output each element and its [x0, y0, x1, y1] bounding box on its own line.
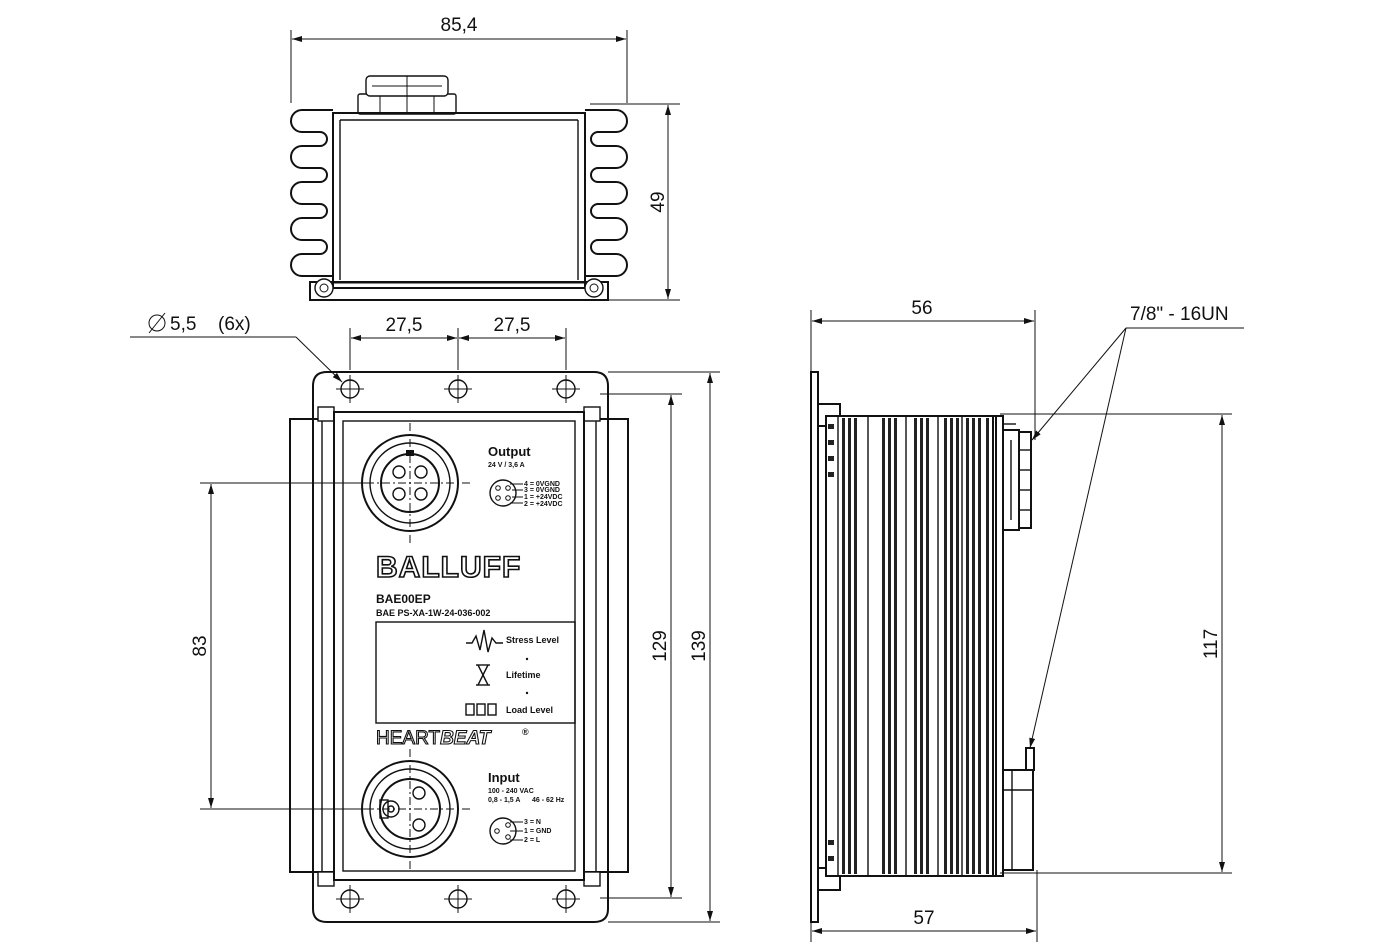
- housing-top-view: [332, 112, 586, 289]
- front-view: 5,5 (6x) 27,5 27,5 83: [130, 312, 720, 923]
- fin-line: [950, 418, 953, 874]
- hole-diameter-label: 5,5: [170, 314, 196, 335]
- fin-line: [882, 418, 885, 874]
- heartbeat-logo-a: HEART: [376, 728, 440, 749]
- fin-line: [920, 418, 923, 874]
- indicator-dot-1: [525, 657, 529, 661]
- screw-left: [314, 278, 334, 298]
- heartbeat-logo-b: BEAT: [440, 728, 492, 749]
- mounting-holes: [336, 375, 580, 913]
- right-cooling-fins: [585, 109, 628, 277]
- output-pin-4: 4 = 0VGND: [524, 481, 560, 488]
- fin-line: [888, 418, 891, 874]
- rail-clip-tr: [583, 406, 601, 422]
- fin-line: [848, 418, 851, 874]
- hole-spacing-right-label: 27,5: [494, 315, 531, 336]
- heartbeat-logo: HEARTBEAT: [376, 728, 492, 749]
- side-clip-bottom: [818, 867, 841, 891]
- side-view: 56 57 117: [810, 298, 1244, 942]
- stress-level-label: Stress Level: [506, 635, 559, 645]
- diameter-icon: [148, 314, 166, 332]
- input-rating-current: 0,8 - 1,5 A: [488, 797, 520, 804]
- input-pin-1: 1 = GND: [524, 828, 551, 835]
- body-height-label: 129: [650, 630, 671, 662]
- cooling-fins-side: [828, 416, 989, 876]
- right-rail: [583, 418, 629, 873]
- top-height-label: 49: [648, 191, 669, 212]
- fin-line: [914, 418, 917, 874]
- side-connector-bottom: [1002, 747, 1035, 871]
- input-rating-voltage: 100 - 240 VAC: [488, 788, 534, 795]
- fin-line: [956, 418, 959, 874]
- brand-logo: BALLUFF: [376, 551, 521, 584]
- front-panel: [333, 411, 585, 881]
- input-rating-frequency: 46 - 62 Hz: [532, 797, 565, 804]
- fin-line: [854, 418, 857, 874]
- screw-right: [584, 278, 604, 298]
- fin-line: [842, 418, 845, 874]
- side-height-label: 117: [1201, 629, 1222, 659]
- output-pin-2: 2 = +24VDC: [524, 501, 563, 508]
- hourglass-icon: [476, 664, 490, 686]
- top-width-label: 85,4: [441, 15, 478, 36]
- flange-slot: [828, 840, 834, 845]
- output-title: Output: [488, 444, 531, 459]
- model-label: BAE00EP: [376, 592, 431, 606]
- mounting-flange: [312, 371, 609, 923]
- indicator-window: [375, 621, 576, 724]
- side-endcap: [992, 415, 1004, 877]
- base-plate: [309, 281, 609, 301]
- output-pin-1: 1 = +24VDC: [524, 494, 563, 501]
- fin-line: [986, 418, 989, 874]
- rail-clip-br: [583, 871, 601, 887]
- indicator-dot-2: [525, 691, 529, 695]
- flange-slot: [828, 856, 834, 861]
- order-code-label: BAE PS-XA-1W-24-036-002: [376, 608, 490, 618]
- overall-height-label: 139: [689, 630, 710, 662]
- fin-line: [978, 418, 981, 874]
- lifetime-label: Lifetime: [506, 670, 541, 680]
- flange-slot: [828, 440, 834, 445]
- side-width-top-label: 56: [911, 298, 932, 319]
- input-title: Input: [488, 770, 520, 785]
- input-connector: [350, 749, 470, 869]
- hole-count-label: (6x): [218, 314, 251, 335]
- fin-line: [944, 418, 947, 874]
- input-pin-2: 2 = L: [524, 837, 541, 844]
- output-pin-3: 3 = 0VGND: [524, 487, 560, 494]
- fin-line: [926, 418, 929, 874]
- flange-slot: [828, 424, 834, 429]
- input-pinout-icon: [489, 817, 523, 845]
- rail-clip-bl: [317, 871, 335, 887]
- input-pin-3: 3 = N: [524, 819, 541, 826]
- output-connector: [350, 423, 470, 543]
- load-bars-icon: [465, 703, 497, 716]
- load-level-label: Load Level: [506, 705, 553, 715]
- hole-spacing-left-label: 27,5: [386, 315, 423, 336]
- flange-slot: [828, 456, 834, 461]
- output-rating: 24 V / 3,6 A: [488, 462, 525, 469]
- fin-line: [972, 418, 975, 874]
- hole-callout: 5,5 (6x): [148, 312, 251, 335]
- fin-line: [894, 418, 897, 874]
- connector-spacing-label: 83: [190, 635, 211, 656]
- stress-wave-icon: [466, 629, 503, 653]
- left-cooling-fins: [290, 109, 333, 277]
- side-connector-top: [1002, 429, 1032, 531]
- side-body: [825, 415, 997, 877]
- rail-clip-tl: [317, 406, 335, 422]
- side-width-bottom-label: 57: [913, 908, 934, 929]
- registered-mark: ®: [522, 727, 529, 737]
- output-pinout-icon: [489, 479, 523, 507]
- fin-line: [966, 418, 969, 874]
- thread-spec-label: 7/8" - 16UN: [1130, 304, 1229, 325]
- flange-slot: [828, 472, 834, 477]
- top-view: 85,4 49: [290, 15, 680, 301]
- side-flange: [810, 371, 819, 923]
